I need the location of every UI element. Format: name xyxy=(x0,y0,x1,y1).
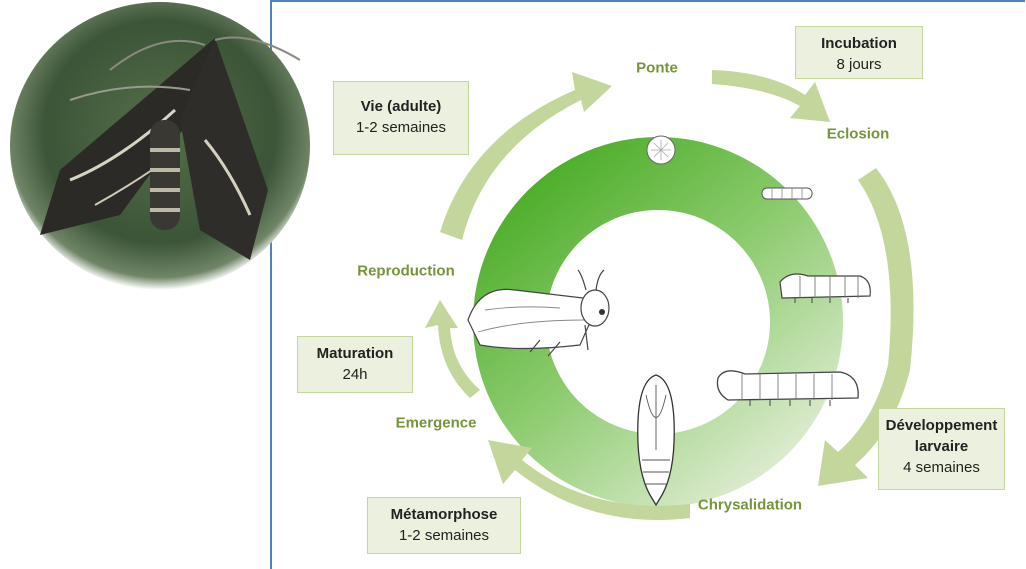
incubation-box: Incubation 8 jours xyxy=(795,26,923,79)
stage-ponte-label: Ponte xyxy=(636,60,678,77)
maturation-duration: 24h xyxy=(302,364,408,385)
developpement-title-line2: larvaire xyxy=(881,436,1002,457)
incubation-duration: 8 jours xyxy=(800,54,918,75)
developpement-larvaire-box: Développement larvaire 4 semaines xyxy=(878,408,1005,490)
metamorphose-box: Métamorphose 1-2 semaines xyxy=(367,497,521,554)
egg-icon xyxy=(647,136,675,164)
vie-adulte-duration: 1-2 semaines xyxy=(338,117,464,138)
vie-adulte-title: Vie (adulte) xyxy=(338,96,464,117)
moth-photo xyxy=(10,2,310,290)
maturation-title: Maturation xyxy=(302,343,408,364)
vie-adulte-box: Vie (adulte) 1-2 semaines xyxy=(333,81,469,155)
stage-emergence-label: Emergence xyxy=(396,415,477,432)
incubation-title: Incubation xyxy=(800,33,918,54)
developpement-duration: 4 semaines xyxy=(881,457,1002,478)
maturation-box: Maturation 24h xyxy=(297,336,413,393)
metamorphose-title: Métamorphose xyxy=(372,504,516,525)
stage-eclosion-label: Eclosion xyxy=(827,126,890,143)
developpement-title-line1: Développement xyxy=(881,415,1002,436)
metamorphose-duration: 1-2 semaines xyxy=(372,525,516,546)
stage-chrysalidation-label: Chrysalidation xyxy=(698,497,802,514)
small-larva-icon xyxy=(762,188,812,199)
stage-reproduction-label: Reproduction xyxy=(357,263,455,280)
